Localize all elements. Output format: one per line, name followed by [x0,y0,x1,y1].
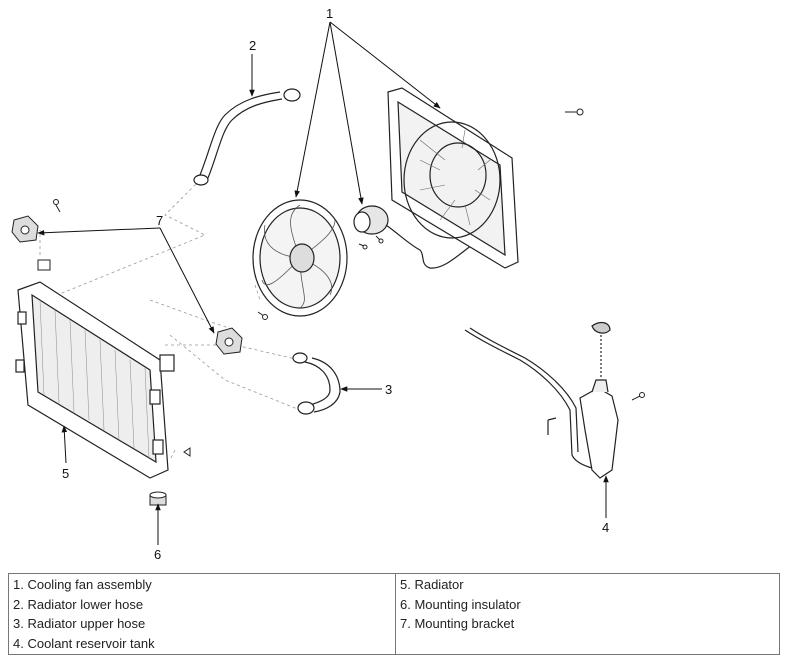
callout-3: 3 [385,382,392,397]
fan-blade-drawing [252,199,348,317]
mounting-insulator-drawing [149,491,167,506]
legend-item: 6. Mounting insulator [400,596,521,612]
legend-column-left: 1. Cooling fan assembly 2. Radiator lowe… [9,574,396,654]
callout-1: 1 [326,6,333,21]
callout-2: 2 [249,38,256,53]
bolt-drawings [53,108,645,457]
callout-6: 6 [154,547,161,562]
fan-motor-drawing [353,205,496,269]
callout-4: 4 [602,520,609,535]
callout-7: 7 [156,213,163,228]
parts-legend-table: 1. Cooling fan assembly 2. Radiator lowe… [8,573,780,655]
radiator-drawing [15,281,175,479]
fan-shroud-drawing [387,87,519,269]
mounting-bracket-drawing [11,215,243,355]
legend-item: 7. Mounting bracket [400,616,515,631]
exploded-parts-diagram: 1 2 3 4 5 6 7 [11,6,645,562]
reservoir-tank-drawing [464,321,619,479]
legend-item: 4. Coolant reservoir tank [13,635,155,651]
leader-lines [37,21,609,545]
legend-item: 2. Radiator lower hose [13,596,144,612]
callout-5: 5 [62,466,69,481]
lower-hose-drawing [292,352,341,415]
upper-hose-drawing [193,88,301,186]
legend-item: 5. Radiator [400,577,464,592]
legend-column-right: 5. Radiator 6. Mounting insulator 7. Mou… [396,574,779,654]
legend-item: 3. Radiator upper hose [13,616,146,631]
legend-item: 1. Cooling fan assembly [13,577,152,592]
